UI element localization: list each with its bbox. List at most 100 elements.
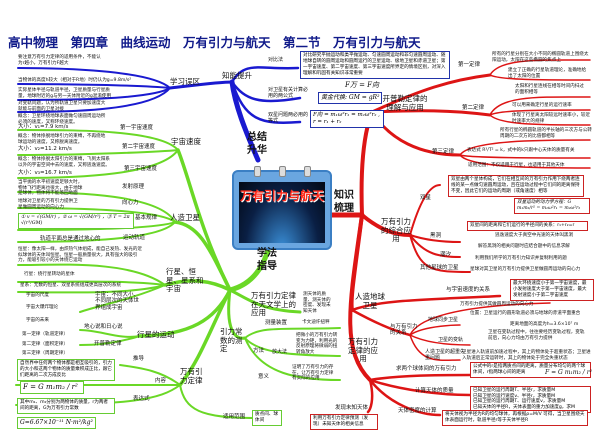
node-amplify[interactable]: 放大法 [272, 349, 288, 355]
node-v3[interactable]: 第三宇宙速度 [124, 166, 158, 172]
node-device[interactable]: 测量装置 [265, 320, 288, 326]
node-geo-sat[interactable]: 地球同步卫星 [428, 317, 459, 323]
node-tide[interactable]: 潮汐 [440, 252, 452, 258]
node-g-measure[interactable]: 引力常数的测定 [220, 327, 243, 354]
node-black-hole[interactable]: 黑洞 [430, 233, 442, 239]
node-two-spheres[interactable]: 求两个球体间的万有引力 [396, 366, 457, 372]
node-law1[interactable]: 第一定律 [458, 62, 481, 68]
v2-value: 大小：v₂=11.2 km/s [18, 146, 72, 152]
node-earth-sat[interactable]: 人造地球卫星 [355, 292, 385, 310]
node-pitfalls[interactable]: 学习误区 [170, 77, 200, 86]
formula-1: F万 = F向 [345, 81, 380, 89]
node-kepler[interactable]: 开普勒定律 [94, 341, 122, 347]
pitfall-note: 对变轨问题，认为所轨道卫星只要加速度大就能与前面的卫星对接 [18, 101, 106, 112]
speed-rel-note: 最大环绕速度小于第一宇宙速度，最小发射速度大于第一宇宙速度，最大发射速度小于第二… [510, 279, 594, 301]
hub-knowledge[interactable]: 知识梳理 [334, 190, 354, 214]
black-hole-note: 逃逸速度大于真空中光速的天体叫黑洞 [495, 233, 574, 238]
node-law2[interactable]: 第二定律 [462, 105, 485, 111]
two-spheres-formula: F = G m₁m₂ / r² [545, 369, 593, 376]
device-note: 卡文迪许扭秤 [302, 320, 330, 325]
centripetal-note: 地球对卫星的万有引力提供卫星做圆周运动的向心力 [18, 199, 78, 210]
v3-note: 概念：物体挣脱太阳引力的束缚，飞到太阳系以外的宇宙空间中去的速度，又称逃逸速度。 [18, 157, 110, 168]
node-scope[interactable]: 适用范围 [223, 414, 246, 420]
node-combined[interactable]: 万有引力的综合应用 [381, 217, 411, 244]
node-speed-rel[interactable]: 与宇宙速度的关系 [446, 287, 491, 293]
node-gravitation-law[interactable]: 万有引力定律 [180, 367, 203, 385]
scope-note: 质点间、球体间 [252, 410, 282, 426]
geo-sat-note: 位置：卫星运行的圆形轨道必须与地球的赤道平面重合 [470, 311, 581, 316]
launch-note: 当平抛的水平初速度足够大时，物体飞行距离也很大，由于地球是球体，物体将不能落回地… [18, 180, 83, 197]
summary-branches [17, 66, 302, 163]
universe-item: 宇宙的未来 [26, 318, 49, 323]
node-v1[interactable]: 第一宇宙速度 [120, 125, 154, 131]
node-two-formulas[interactable]: 对卫星有关计算必用的两公式 [268, 87, 309, 99]
node-derivation[interactable]: 推导 [133, 356, 145, 362]
node-v2[interactable]: 第二宇宙速度 [122, 144, 156, 150]
binder-ring-icon [304, 166, 311, 177]
node-cosmic-speed[interactable]: 宇宙速度 [171, 137, 201, 146]
astro-note: 测天体的质量、测天体的密度、发现未知天体 [303, 292, 331, 315]
g-constant: G=6.67×10⁻¹¹ N·m²/kg² [17, 417, 96, 429]
page-title: 高中物理 第四章 曲线运动 万有引力与航天 第二节 万有引力与航天 [8, 35, 421, 50]
galaxy-note: 星系：无数的恒星、双星系统组成更高层次的系统 [20, 283, 122, 288]
hub-method[interactable]: 学法指导 [257, 248, 277, 272]
black-hole-note: 解答黑洞的相关问题时应结合题中的信息求解 [478, 244, 570, 249]
node-orbit[interactable]: 运动轨道 [123, 235, 146, 241]
law3-note: 适用范围：不仅适用于行星，也适用于其他天体 [468, 163, 565, 168]
v3-value: 大小：v₃=16.7 km/s [18, 170, 72, 176]
other-sat-note: 星球对其卫星的万有引力提供卫星做圆周运动的向心力 [470, 267, 581, 272]
node-content[interactable]: 内容 [155, 378, 167, 384]
v1-note: 概念：卫星环绕地球表面做匀速圆周运动所必须的速度，又称环绕速度。 [18, 114, 106, 125]
law1-note: 所有的行星分别在大小不同的椭圆轨道上围绕太阳运动，太阳在这些椭圆的焦点上 [492, 52, 589, 63]
node-geo-helio[interactable]: 地心说和日心说 [84, 324, 123, 330]
star-note: 恒星：像太阳一样，由炽热气体组成，能自己发热、发光的近似球体的天体叫恒星。恒星一… [18, 247, 143, 264]
binder-ring-icon [254, 166, 261, 177]
node-grav-rel[interactable]: 与万有引力的关系 [390, 324, 418, 337]
v1-value: 大小：v₁=7.9 km/s [18, 124, 69, 130]
expression-formula: F = G m₁m₂ / r² [20, 381, 84, 395]
pitfall-note: 要注意万有引力定律的适用条件，不能认为r越小，万有引力F越大 [18, 55, 101, 66]
law3-note: 所有行星的椭圆轨道的半长轴的三次方与公转周期的二次方的比值都相等 [500, 128, 592, 139]
node-launch[interactable]: 发射原理 [122, 184, 145, 190]
expression-note: 其中m₁、m₂分别为两物体的质量，r为两者间的距离，G为万有引力常数 [17, 398, 115, 414]
node-unknown[interactable]: 发现未知天体 [335, 405, 369, 411]
hub-summary[interactable]: 总结升华 [247, 132, 267, 156]
node-basic-law[interactable]: 基本规律 [135, 215, 158, 221]
node-astro-app[interactable]: 万有引力定律在天文学上的应用 [251, 291, 296, 318]
node-weight[interactable]: 人造卫星的超重失重问题 [425, 349, 466, 361]
mass-notes: 已知卫星的运行周期T、半径r，求质量M 已知卫星的运行速度v、半径r，求质量M … [470, 386, 591, 413]
node-binary-eq[interactable]: 双星问题两必用的等式 [268, 112, 309, 124]
mass-note: 已知卫星的运行周期T、运行速度v，求质量M [473, 399, 566, 405]
node-gravity-app[interactable]: 万有引力定律的应用 [348, 337, 378, 364]
tide-note: 利用我们所学的万有引力知识并复制利用的题 [475, 256, 567, 261]
node-mass-calc[interactable]: 计算天体的质量 [415, 388, 454, 394]
node-law3[interactable]: 第三定律 [432, 149, 455, 155]
law3-note: 表达式 R³/T² = k，式中的k只跟中心天体的质量有关 [467, 148, 575, 153]
node-orbit-change[interactable]: 卫星的变轨 [438, 337, 464, 343]
geo-sat-note: 距离地面的高度为h=3.6×10⁷ m [510, 322, 579, 327]
law2-note: 体现了行星离太阳较远时速率小，较近时速率大的规律 [512, 113, 591, 124]
node-contrast[interactable]: 对比法 [268, 57, 284, 63]
kepler-item: 第一定律（轨道定律） [22, 332, 68, 337]
law1-note: 建立了正确的行星轨道理论，准确地给出了太阳的位置 [508, 68, 587, 79]
node-centripetal[interactable]: 向心力 [122, 200, 139, 206]
mass-note: 已知卫星的运行周期T、半径r，求质量M [473, 388, 556, 393]
node-kepler-app[interactable]: 开普勒定律的理解与应用 [382, 94, 428, 112]
node-density[interactable]: 天体密度的计算 [398, 408, 437, 414]
node-method[interactable]: 方法 [253, 348, 265, 354]
node-satellite[interactable]: 人造卫星 [170, 213, 200, 222]
node-meaning[interactable]: 意义 [258, 374, 270, 380]
node-ability[interactable]: 知能提升 [222, 71, 252, 80]
two-spheres-note: 公式中的r是指两质点间的距离，质量分布均匀的两个球体间，r指两球心间的距离 [470, 362, 591, 378]
node-planet-motion[interactable]: 行星的运动 [137, 330, 175, 339]
weight-note: 卫星进入轨道前加速过程中，其上的物体处于超重状态；卫星进入轨道后正常运转时，其上… [462, 350, 591, 361]
law2-note: 可以用来确定行星的运行速率 [512, 103, 572, 108]
node-expression[interactable]: 表达式 [133, 396, 150, 402]
orbit-note: 轨道平面总是通过地心的 [40, 236, 101, 242]
space-picture [239, 182, 325, 243]
density-note: 将天体视为半径为R的均匀球体，再根据ρ=M/V 可得，当卫星围绕天体表面运行时，… [442, 410, 588, 426]
node-binary[interactable]: 双星 [420, 195, 432, 201]
node-cosmos[interactable]: 行星、恒星、星系和宇宙 [166, 267, 204, 294]
node-other-sat[interactable]: 其他星球的卫星 [420, 265, 459, 271]
